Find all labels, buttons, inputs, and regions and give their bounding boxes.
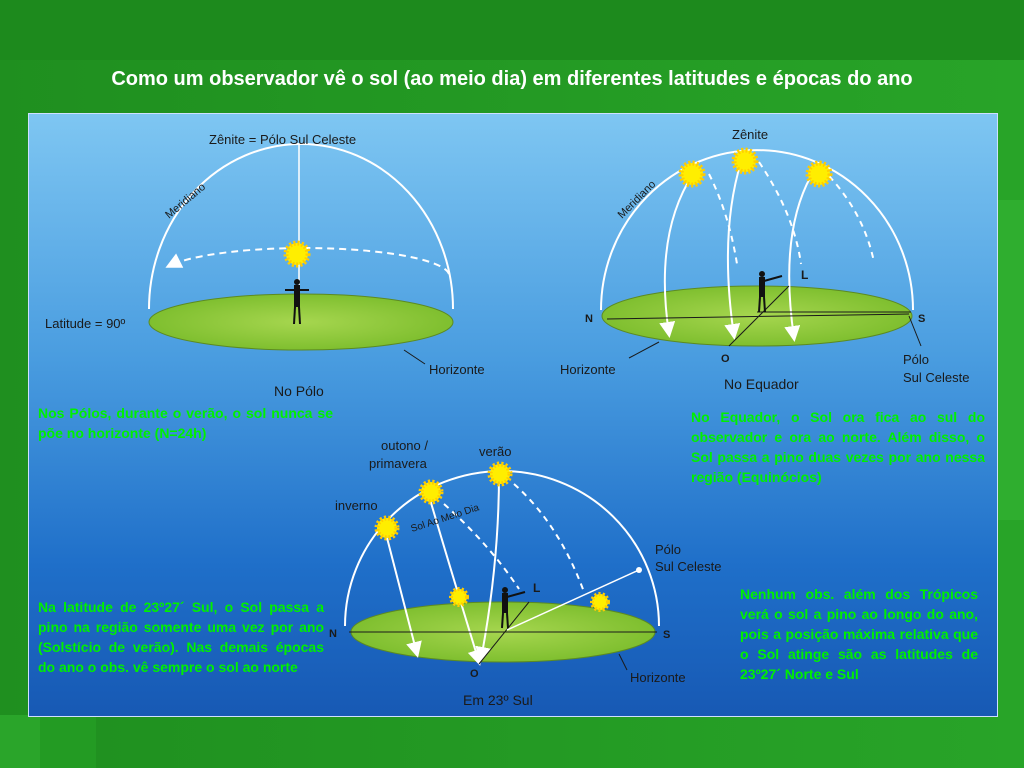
- equator-pole-label: Pólo: [903, 352, 929, 367]
- pole-meridian-label: Meridiano: [163, 181, 208, 221]
- background-stripe: [40, 715, 96, 768]
- equator-pole-label: Sul Celeste: [903, 370, 969, 385]
- tropic-observer-icon: [501, 587, 526, 629]
- equator-sun-path-dashed: [758, 161, 802, 265]
- background-stripe: [996, 200, 1024, 520]
- note-tropic: Na latitude de 23º27´ Sul, o Sol passa a…: [38, 599, 324, 675]
- pole-latitude-label: Latitude = 90º: [45, 316, 126, 331]
- pole-observer-icon: [285, 279, 309, 325]
- equator-horizon-label: Horizonte: [560, 362, 616, 377]
- pole-diagram: Zênite = Pólo Sul Celeste Meridiano Lati…: [45, 132, 485, 399]
- tropic-north-label: N: [329, 628, 337, 640]
- pole-dome: [148, 143, 454, 310]
- equator-sun-icon: [678, 160, 706, 188]
- background-stripe: [0, 715, 40, 768]
- equator-caption: No Equador: [724, 376, 799, 392]
- pole-horizon-label: Horizonte: [429, 362, 485, 377]
- equator-west-label: O: [721, 353, 730, 365]
- celestial-diagrams: Zênite = Pólo Sul Celeste Meridiano Lati…: [45, 127, 969, 708]
- equator-meridian-label: Meridiano: [616, 178, 659, 221]
- tropic-sun-icon: [418, 479, 444, 505]
- tropic-west-label: O: [470, 668, 479, 680]
- tropic-pole-label: Pólo: [655, 542, 681, 557]
- tropic-sun-path-dashed: [513, 483, 585, 593]
- equator-diagram: Zênite Meridiano L N S O Horizonte Pólo …: [560, 127, 969, 392]
- equator-zenith-label: Zênite: [732, 127, 768, 142]
- tropic-winter-label: inverno: [335, 498, 378, 513]
- equator-north-label: N: [585, 313, 593, 325]
- tropic-sun-path-dashed: [443, 503, 520, 590]
- tropic-sun-path: [475, 473, 500, 663]
- pole-horizon-disk: [148, 293, 454, 351]
- pole-sun-icon: [283, 240, 311, 268]
- note-tropics-limit: Nenhum obs. além dos Trópicos verá o sol…: [740, 586, 978, 682]
- equator-sun-path-dashed: [828, 175, 875, 263]
- equator-sun-path-dashed: [708, 173, 738, 265]
- equator-sun-path: [784, 175, 812, 342]
- equator-sun-icon: [805, 160, 833, 188]
- tropic-pole-label: Sul Celeste: [655, 559, 721, 574]
- tropic-horizon-label: Horizonte: [630, 670, 686, 685]
- equator-ew-line: [728, 285, 790, 347]
- pole-sun-path: [165, 247, 450, 275]
- tropic-east-label: L: [533, 581, 540, 595]
- tropic-sun-icon: [590, 592, 610, 612]
- tropic-caption: Em 23º Sul: [463, 692, 533, 708]
- equator-horizon-disk: [601, 285, 913, 347]
- tropic-sun-icon: [374, 515, 400, 541]
- tropic-horizon-pointer: [618, 653, 628, 671]
- diagram-panel: Zênite = Pólo Sul Celeste Meridiano Lati…: [28, 113, 998, 717]
- equator-south-label: S: [918, 313, 925, 325]
- equator-dome: [600, 149, 914, 311]
- tropic-sun-path: [384, 529, 422, 658]
- tropic-sun-icon: [449, 587, 469, 607]
- tropic-diagram: outono / primavera verão inverno Sol Ao …: [329, 438, 721, 708]
- tropic-ew-line: [478, 601, 530, 665]
- pole-horizon-pointer: [403, 349, 426, 365]
- pole-caption: No Pólo: [274, 383, 324, 399]
- tropic-sun-icon: [487, 461, 513, 487]
- equator-horizon-pointer: [628, 341, 660, 359]
- tropic-autumn-label: primavera: [369, 456, 428, 471]
- tropic-autumn-label: outono /: [381, 438, 428, 453]
- equator-east-label: L: [801, 268, 808, 282]
- note-equator: No Equador, o Sol ora fica ao sul do obs…: [691, 409, 985, 485]
- tropic-south-label: S: [663, 629, 670, 641]
- equator-observer-icon: [758, 271, 783, 313]
- equator-sun-path: [659, 173, 694, 338]
- slide-title: Como um observador vê o sol (ao meio dia…: [111, 68, 913, 90]
- tropic-pole-line: [506, 569, 640, 631]
- background-stripe: [0, 0, 1024, 60]
- tropic-summer-label: verão: [479, 444, 512, 459]
- tropic-sun-path: [428, 495, 484, 666]
- equator-sun-icon: [731, 147, 759, 175]
- equator-sun-path: [724, 161, 742, 340]
- pole-zenith-label: Zênite = Pólo Sul Celeste: [209, 132, 356, 147]
- tropic-pole-marker: [636, 567, 642, 573]
- equator-pole-pointer: [908, 315, 922, 347]
- note-poles: Nos Pólos, durante o verão, o sol nunca …: [38, 405, 333, 441]
